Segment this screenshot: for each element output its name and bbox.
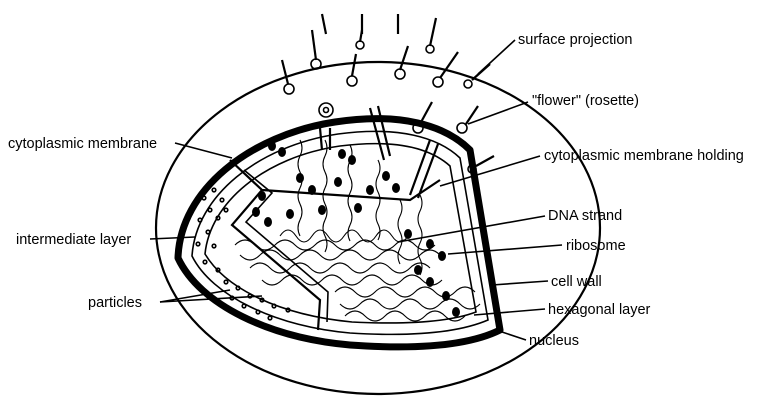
surface-projection xyxy=(311,30,321,69)
label-cytoplasmic-membrane-holding: cytoplasmic membrane holding xyxy=(544,148,744,164)
surface-projection xyxy=(426,18,436,53)
label-nucleus: nucleus xyxy=(529,333,579,349)
label-surface-projection: surface projection xyxy=(518,32,632,48)
label-dna-strand: DNA strand xyxy=(548,208,622,224)
label-particles: particles xyxy=(88,295,142,311)
surface-projection xyxy=(322,14,326,34)
label-ribosome: ribosome xyxy=(566,238,626,254)
label-intermediate-layer: intermediate layer xyxy=(16,232,131,248)
rosette-flower xyxy=(319,103,333,117)
surface-projection xyxy=(457,106,478,133)
surface-projection xyxy=(347,54,357,86)
label-flower-rosette: "flower" (rosette) xyxy=(532,93,639,109)
label-cytoplasmic-membrane: cytoplasmic membrane xyxy=(8,136,157,152)
label-cell-wall: cell wall xyxy=(551,274,602,290)
surface-projection xyxy=(433,52,458,87)
label-hexagonal-layer: hexagonal layer xyxy=(548,302,651,318)
cutaway-interior xyxy=(178,106,500,347)
labels: surface projection "flower" (rosette) cy… xyxy=(8,32,744,349)
